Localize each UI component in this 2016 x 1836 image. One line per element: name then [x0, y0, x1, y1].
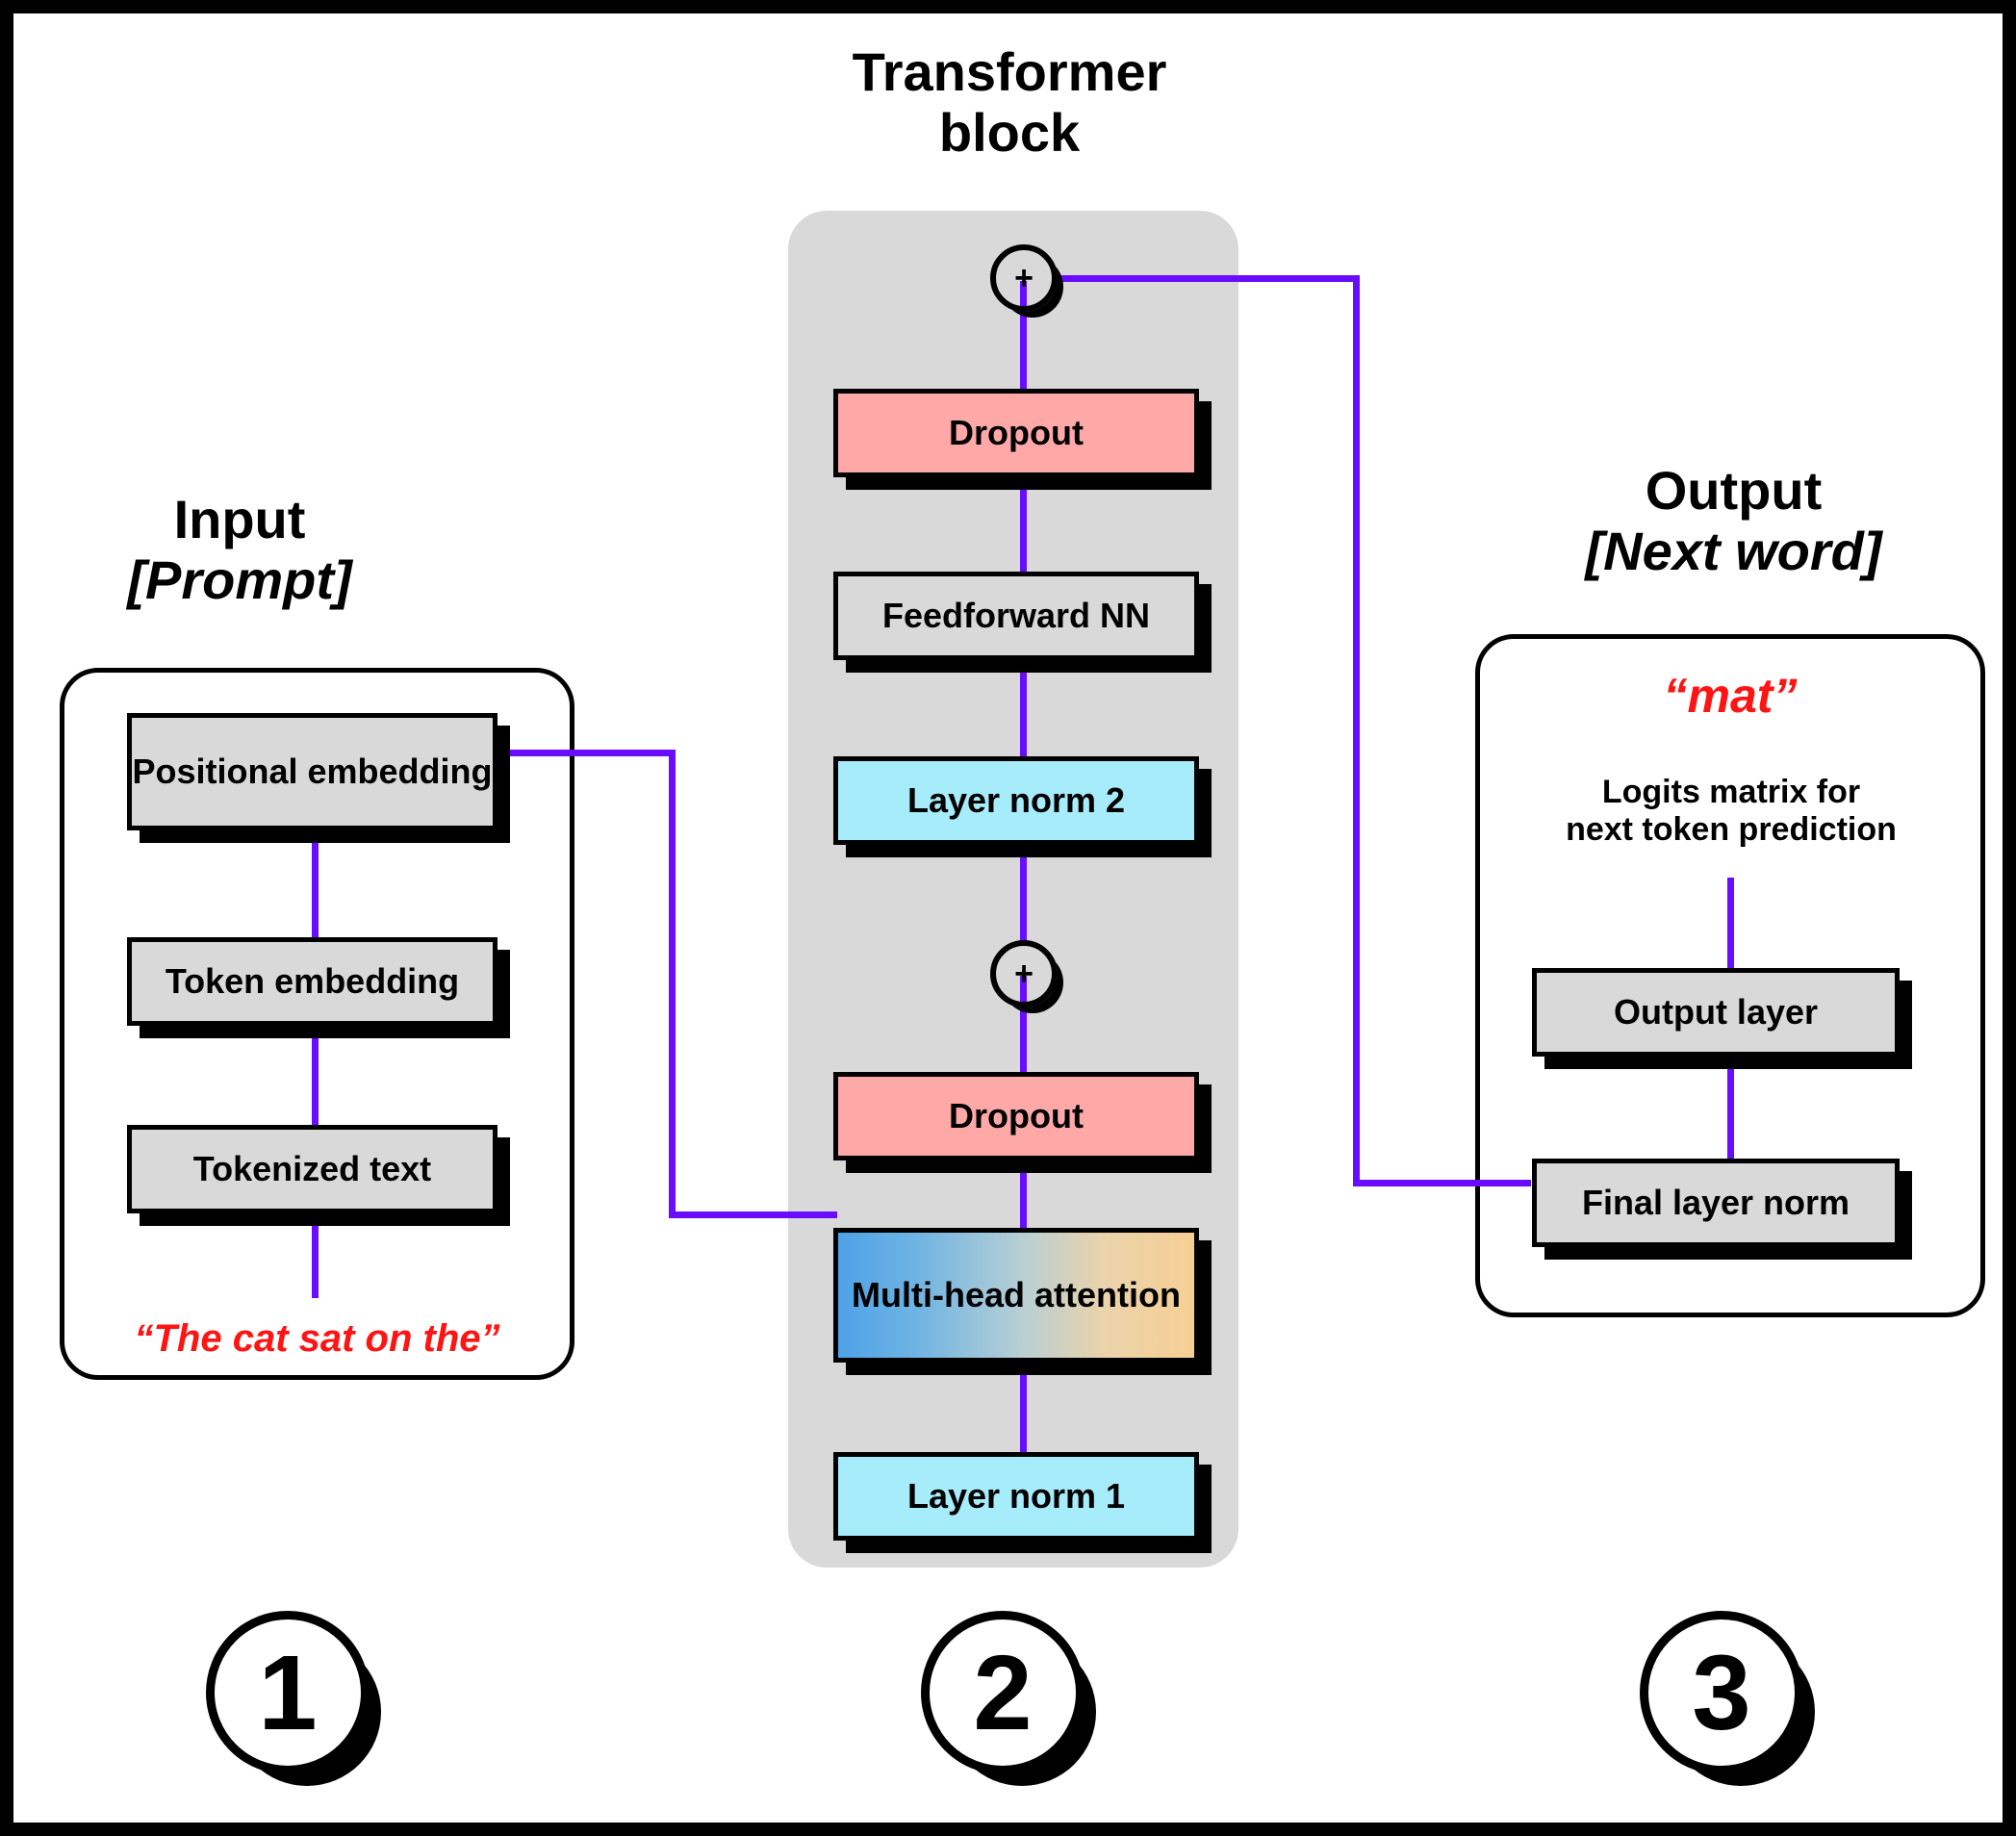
- node-token-embedding-label: Token embedding: [165, 960, 460, 1001]
- output-heading-line2: [Next word]: [1585, 520, 1882, 581]
- node-feedforward-nn[interactable]: Feedforward NN: [833, 572, 1199, 660]
- step-badge-2-number: 2: [973, 1633, 1033, 1752]
- residual-add-mid-symbol: +: [1014, 955, 1034, 992]
- node-dropout-2[interactable]: Dropout: [833, 389, 1199, 477]
- transformer-heading-line2: block: [938, 101, 1081, 163]
- node-positional-embedding-label: Positional embedding: [132, 751, 493, 791]
- output-logits-caption: Logits matrix for next token prediction: [1486, 774, 1977, 849]
- wire-block-out-v: [1353, 275, 1360, 1186]
- wire-token-to-tokenized: [312, 1014, 319, 1130]
- output-heading: Output [Next word]: [1515, 460, 1952, 581]
- node-positional-embedding[interactable]: Positional embedding: [127, 713, 498, 830]
- node-tokenized-text[interactable]: Tokenized text: [127, 1125, 498, 1213]
- input-heading-line1: Input: [173, 489, 306, 549]
- wire-output-layer-to-final-norm: [1727, 1060, 1734, 1161]
- node-layer-norm-2-label: Layer norm 2: [906, 779, 1126, 820]
- wire-ffn-to-layernorm2: [1020, 658, 1027, 759]
- wire-layernorm2-to-plus-mid: [1020, 836, 1027, 942]
- wire-input-out-v: [669, 750, 676, 1218]
- transformer-heading-line1: Transformer: [852, 41, 1167, 102]
- step-badge-3: 3: [1640, 1611, 1803, 1774]
- node-layer-norm-1-label: Layer norm 1: [906, 1475, 1126, 1516]
- node-final-layer-norm[interactable]: Final layer norm: [1532, 1159, 1900, 1247]
- step-badge-1: 1: [206, 1611, 370, 1774]
- node-dropout-1[interactable]: Dropout: [833, 1072, 1199, 1160]
- node-output-layer-label: Output layer: [1613, 991, 1819, 1032]
- wire-plus-mid-to-dropout1: [1020, 976, 1027, 1077]
- input-prompt-text: “The cat sat on the”: [134, 1317, 500, 1360]
- residual-add-top[interactable]: +: [990, 244, 1058, 312]
- wire-input-out-h2: [669, 1211, 837, 1218]
- wire-block-out-h2: [1353, 1180, 1531, 1186]
- wire-tokenized-to-prompt: [312, 1202, 319, 1298]
- output-predicted-word: “mat”: [1663, 669, 1798, 723]
- node-dropout-2-label: Dropout: [949, 412, 1084, 452]
- transformer-heading: Transformer block: [774, 41, 1245, 163]
- wire-block-out-h1: [1056, 275, 1360, 282]
- step-badge-3-number: 3: [1692, 1633, 1751, 1752]
- wire-caption-to-output-layer: [1727, 878, 1734, 974]
- wire-positional-to-token: [312, 827, 319, 942]
- node-output-layer[interactable]: Output layer: [1532, 968, 1900, 1057]
- output-logits-caption-line2: next token prediction: [1566, 810, 1897, 848]
- wire-dropout2-to-ffn: [1020, 475, 1027, 576]
- input-heading-line2: [Prompt]: [127, 548, 352, 610]
- wire-dropout1-to-attention: [1020, 1159, 1027, 1231]
- output-heading-line1: Output: [1645, 460, 1823, 521]
- node-token-embedding[interactable]: Token embedding: [127, 937, 498, 1026]
- node-layer-norm-2[interactable]: Layer norm 2: [833, 756, 1199, 845]
- node-multi-head-attention-label: Multi-head attention: [852, 1274, 1181, 1314]
- node-tokenized-text-label: Tokenized text: [192, 1148, 432, 1188]
- node-multi-head-attention[interactable]: Multi-head attention: [833, 1228, 1199, 1363]
- step-badge-2: 2: [921, 1611, 1085, 1774]
- residual-add-top-symbol: +: [1014, 259, 1034, 296]
- wire-input-out-h1: [498, 750, 676, 756]
- input-heading: Input [Prompt]: [52, 489, 427, 610]
- node-layer-norm-1[interactable]: Layer norm 1: [833, 1452, 1199, 1541]
- residual-add-mid[interactable]: +: [990, 940, 1058, 1007]
- node-feedforward-nn-label: Feedforward NN: [881, 595, 1151, 635]
- wire-plus-top-to-dropout2: [1020, 281, 1027, 392]
- output-logits-caption-line1: Logits matrix for: [1601, 774, 1861, 810]
- node-dropout-1-label: Dropout: [949, 1095, 1084, 1135]
- node-final-layer-norm-label: Final layer norm: [1581, 1182, 1850, 1222]
- wire-attention-to-layernorm1: [1020, 1361, 1027, 1457]
- step-badge-1-number: 1: [258, 1633, 318, 1752]
